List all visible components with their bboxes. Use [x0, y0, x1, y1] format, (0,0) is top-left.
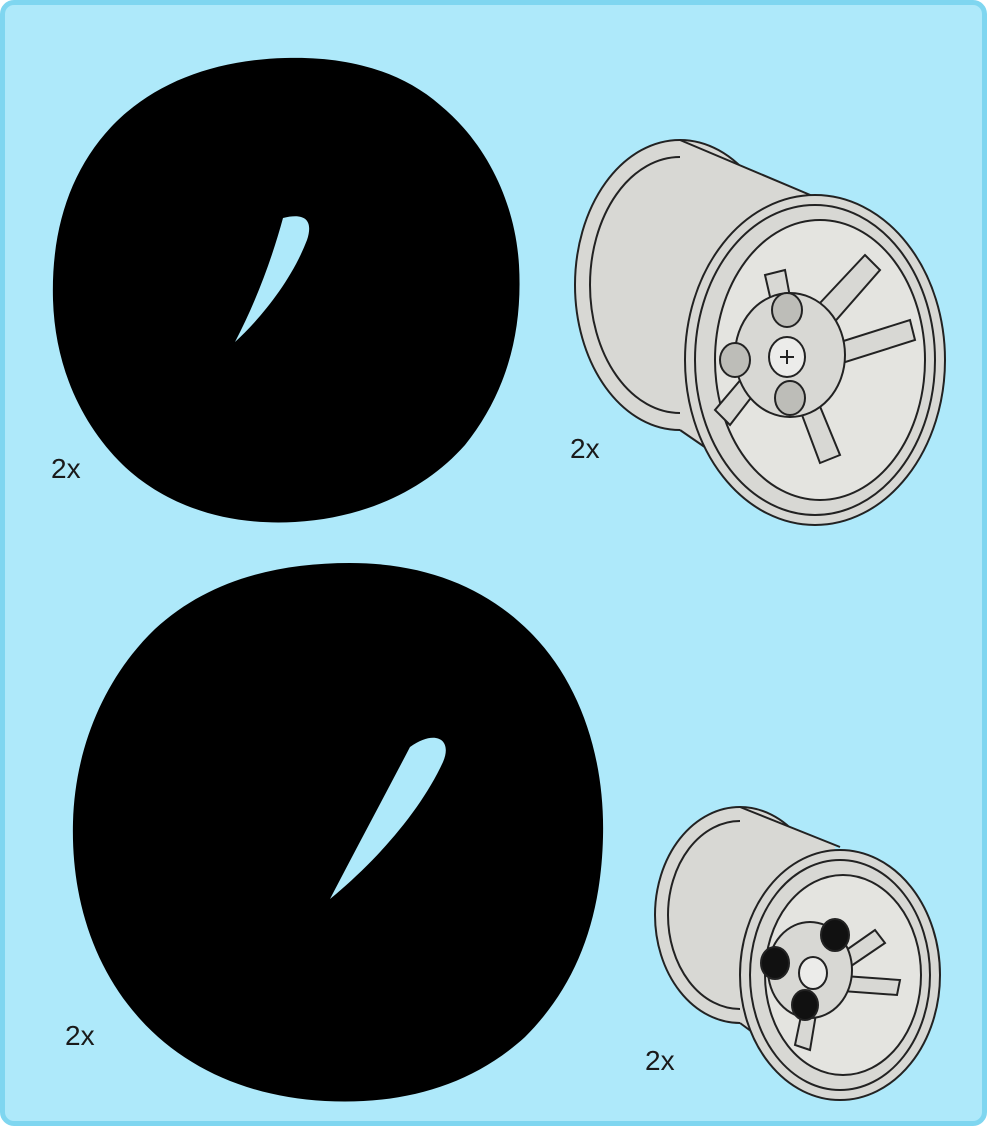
tire-large-icon — [65, 557, 610, 1107]
quantity-label: 2x — [645, 1045, 675, 1077]
quantity-label: 2x — [65, 1020, 95, 1052]
wheel-rim-icon — [565, 135, 955, 530]
wheel-rim-icon — [645, 805, 945, 1105]
quantity-label: 2x — [51, 453, 81, 485]
quantity-label: 2x — [570, 433, 600, 465]
tire-large-icon — [45, 50, 525, 530]
